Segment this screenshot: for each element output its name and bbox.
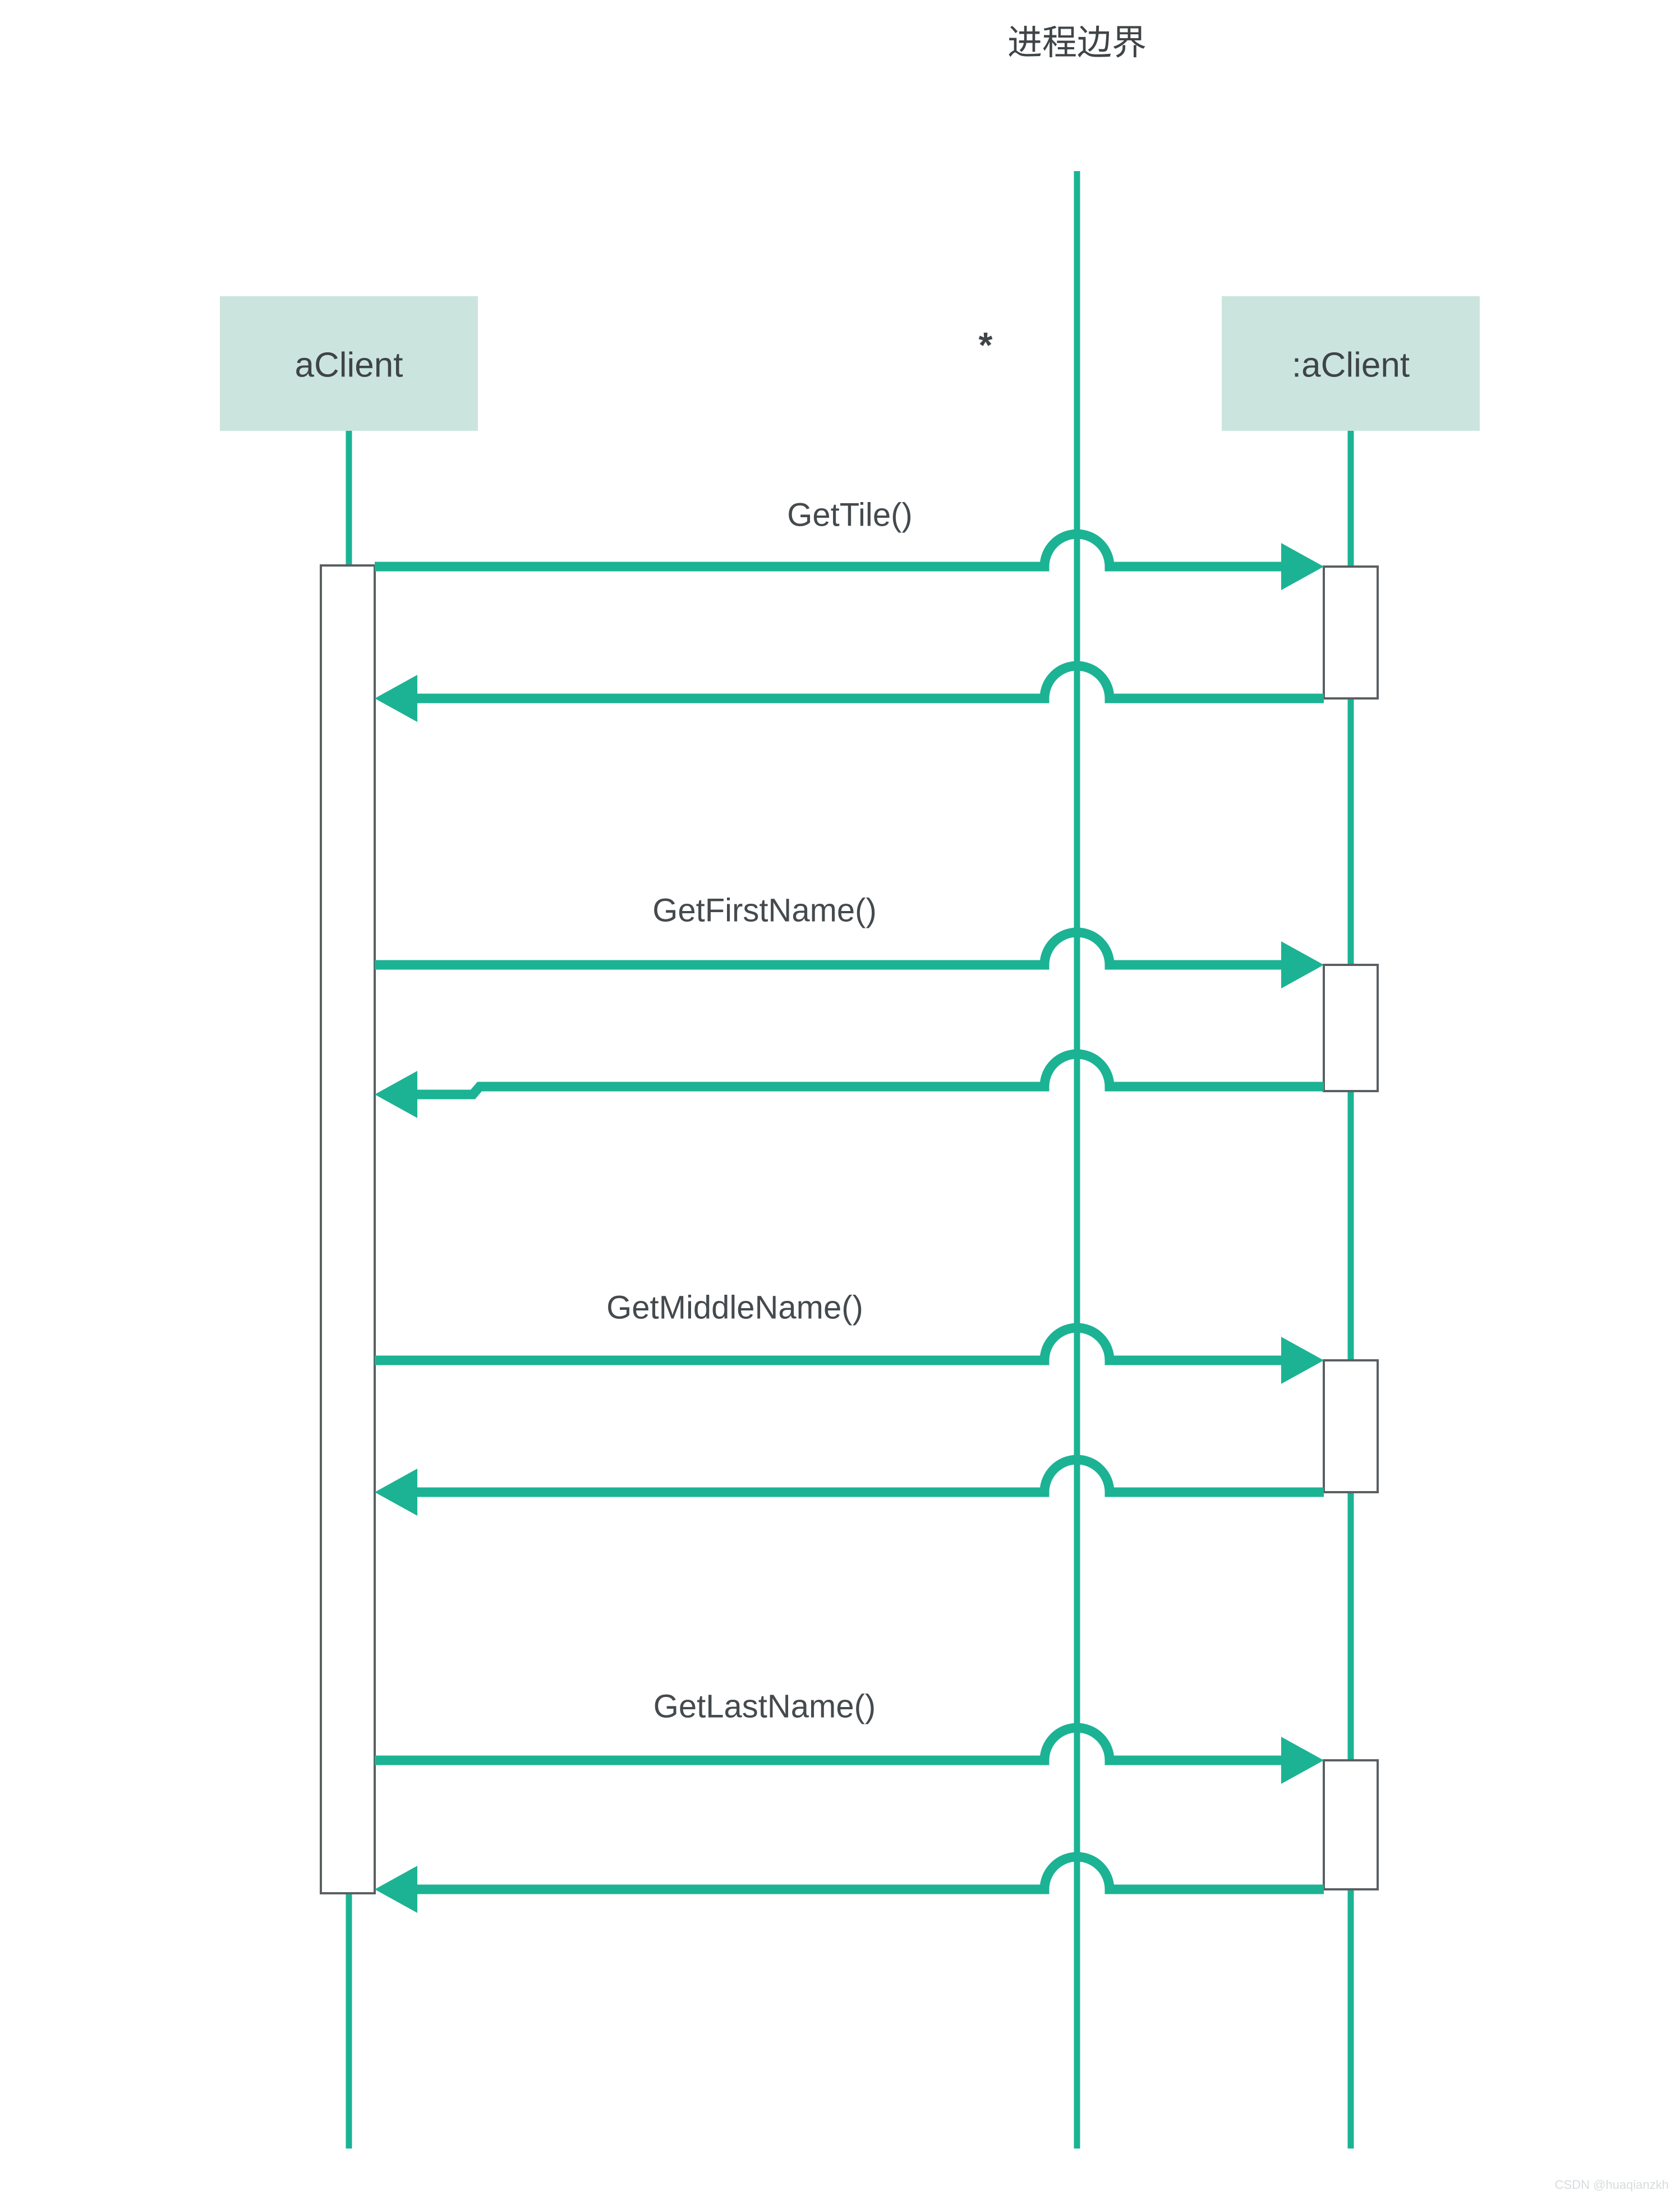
watermark-group: CSDN @huaqianzkh [1555,2178,1669,2192]
message-label-1: GetTile() [787,496,912,533]
actor-label-right: :aClient [1292,346,1410,384]
activation-bar-right-1[interactable] [1323,565,1379,700]
actor-left-group[interactable]: aClient [220,296,478,431]
diagram-title-group: 进程边界 [1007,22,1147,63]
message-group-4[interactable]: GetLastName() [375,1688,1324,1913]
message-call-arrowhead-2 [1281,941,1324,988]
activation-bars-right-group[interactable] [1323,565,1379,1890]
page-title: 进程边界 [1007,22,1147,63]
message-group-1[interactable]: GetTile() [375,496,1324,722]
watermark-label: CSDN @huaqianzkh [1555,2178,1669,2192]
message-call-line-2[interactable] [375,927,1290,970]
message-return-line-2[interactable] [409,1049,1324,1100]
activation-bar-right-3[interactable] [1323,1359,1379,1493]
message-label-3: GetMiddleName() [606,1289,863,1326]
message-group-3[interactable]: GetMiddleName() [375,1289,1324,1516]
multiplicity-marker: * [979,325,993,365]
message-return-arrowhead-4 [375,1866,417,1913]
actor-label-left: aClient [295,346,403,384]
message-label-2: GetFirstName() [652,892,877,928]
actor-box-left[interactable] [220,296,478,431]
message-call-arrowhead-1 [1281,543,1324,590]
message-return-arrowhead-2 [375,1071,417,1118]
message-return-line-1[interactable] [409,661,1324,703]
message-call-line-3[interactable] [375,1323,1290,1365]
activation-bar-right-4[interactable] [1323,1759,1379,1890]
message-return-arrowhead-3 [375,1469,417,1516]
message-group-2[interactable]: GetFirstName() [375,892,1324,1118]
message-return-line-4[interactable] [409,1852,1324,1894]
message-label-4: GetLastName() [653,1688,876,1724]
message-call-arrowhead-3 [1281,1337,1324,1384]
message-return-line-3[interactable] [409,1455,1324,1497]
message-call-line-1[interactable] [375,529,1290,572]
multiplicity-group: * [979,325,993,365]
activation-bar-left[interactable] [320,564,376,1894]
actor-right-group[interactable]: :aClient [1222,296,1480,431]
actor-box-right[interactable] [1222,296,1480,431]
message-call-arrowhead-4 [1281,1737,1324,1784]
activation-bar-right-2[interactable] [1323,964,1379,1092]
message-return-arrowhead-1 [375,675,417,722]
message-call-line-4[interactable] [375,1723,1290,1765]
activation-bar-left-group[interactable] [320,564,376,1894]
